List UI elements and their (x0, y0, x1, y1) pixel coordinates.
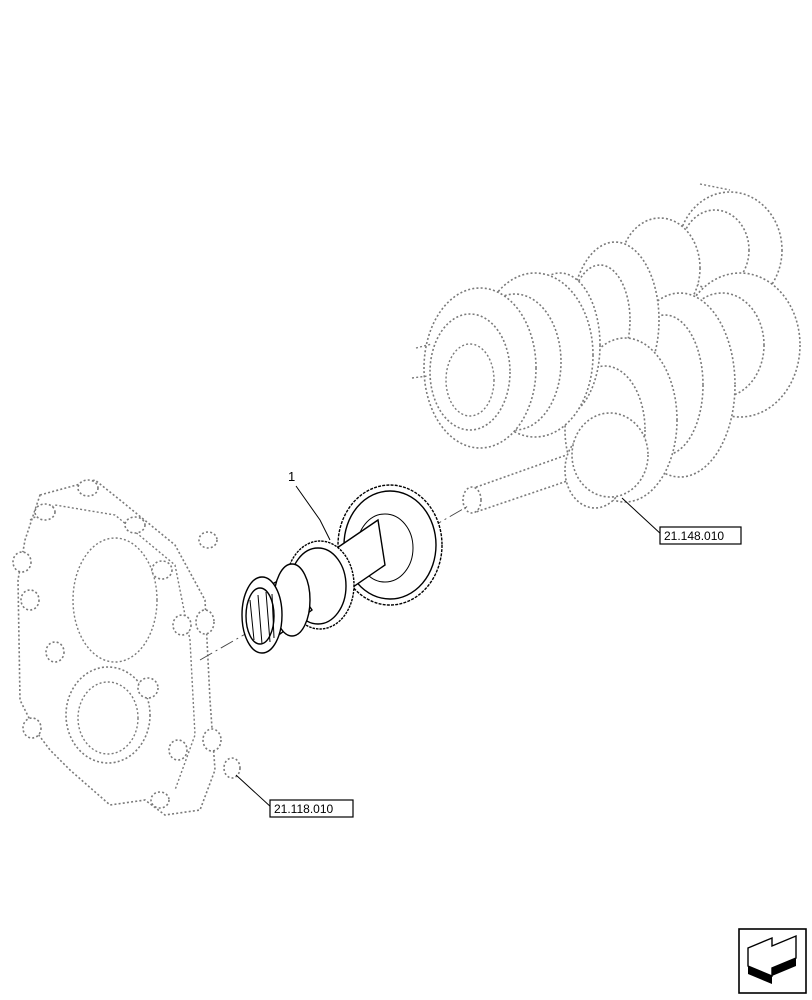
reference-label-gear-cluster[interactable]: 21.148.010 (664, 529, 724, 543)
reference-gear-cluster[interactable]: 21.148.010 (621, 497, 742, 545)
reference-label-cover-housing[interactable]: 21.118.010 (274, 802, 333, 816)
callout-part-1: 1 (288, 469, 331, 541)
navigation-arrow-icon[interactable] (738, 928, 807, 994)
reference-cover-housing[interactable]: 21.118.010 (235, 774, 354, 818)
part-1-shaft-gear (241, 484, 443, 654)
callout-label-1: 1 (288, 469, 295, 484)
gear-cluster-assembly (411, 183, 801, 514)
cover-housing-plate (12, 479, 241, 816)
